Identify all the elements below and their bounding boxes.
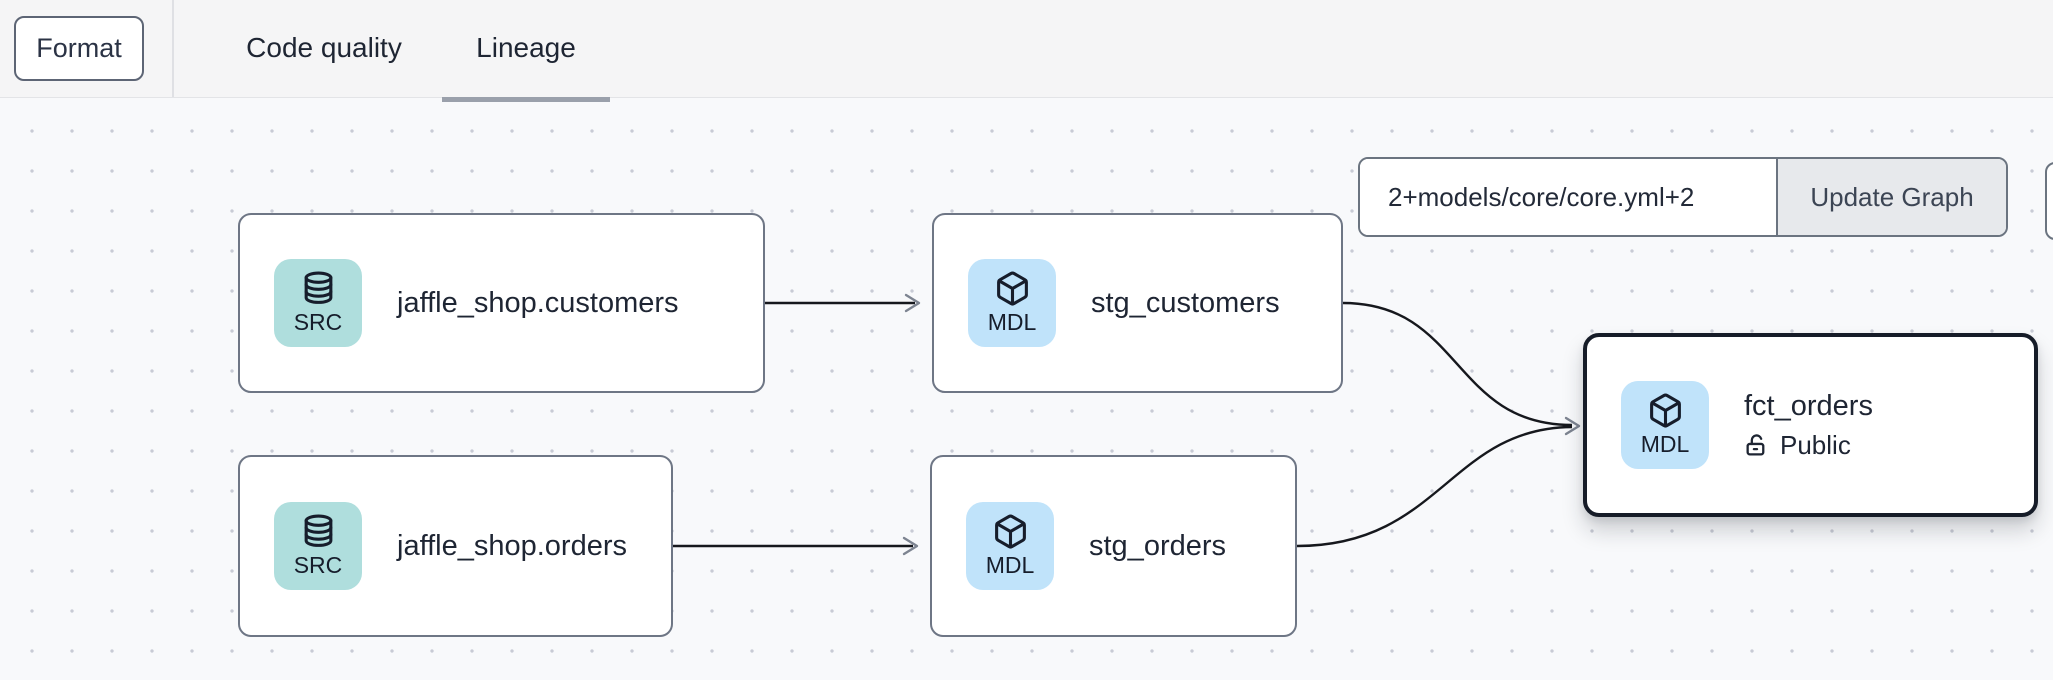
model-badge: MDL	[1621, 381, 1709, 469]
badge-label: MDL	[987, 309, 1037, 335]
node-source-jaffle-shop-customers[interactable]: SRC jaffle_shop.customers	[238, 213, 765, 393]
badge-label: MDL	[1640, 431, 1690, 457]
toolbar-divider	[172, 0, 174, 97]
source-badge: SRC	[274, 502, 362, 590]
cube-icon	[994, 514, 1026, 549]
badge-label: SRC	[293, 309, 343, 335]
cube-icon	[1649, 393, 1681, 428]
database-icon	[304, 271, 332, 304]
node-model-fct-orders[interactable]: MDL fct_orders Public	[1583, 333, 2038, 517]
node-label: stg_orders	[1089, 529, 1227, 562]
node-label: stg_customers	[1091, 286, 1280, 319]
clipped-right-control[interactable]	[2045, 162, 2053, 240]
arrowhead-icon	[904, 293, 921, 313]
active-tab-underline	[442, 97, 610, 102]
format-button[interactable]: Format	[14, 16, 144, 81]
lineage-canvas[interactable]: SRC jaffle_shop.customers MDL stg_custom…	[0, 97, 2053, 680]
node-label: jaffle_shop.orders	[397, 529, 628, 562]
graph-controls: 2+models/core/core.yml+2 Update Graph	[1358, 157, 2008, 237]
edge-stgorders-fct	[1296, 425, 1573, 548]
badge-label: SRC	[293, 552, 343, 578]
database-icon	[304, 514, 332, 547]
tab-code-quality[interactable]: Code quality	[246, 32, 402, 63]
edge-stgcustomers-fct	[1342, 301, 1573, 427]
source-badge: SRC	[274, 259, 362, 347]
arrowhead-icon	[902, 536, 919, 556]
model-badge: MDL	[968, 259, 1056, 347]
access-label: Public	[1780, 429, 1851, 460]
node-access-row: Public	[1744, 430, 1873, 461]
node-model-stg-customers[interactable]: MDL stg_customers	[932, 213, 1343, 393]
badge-label: MDL	[985, 552, 1035, 578]
top-toolbar: Format Code quality Lineage	[0, 0, 2053, 102]
update-graph-button[interactable]: Update Graph	[1778, 159, 2006, 235]
tab-lineage[interactable]: Lineage	[476, 32, 576, 63]
cube-icon	[996, 271, 1028, 306]
model-badge: MDL	[966, 502, 1054, 590]
lock-open-icon	[1746, 433, 1765, 455]
lineage-edges	[673, 293, 1581, 556]
node-source-jaffle-shop-orders[interactable]: SRC jaffle_shop.orders	[238, 455, 673, 637]
node-model-stg-orders[interactable]: MDL stg_orders	[930, 455, 1297, 637]
selector-input[interactable]: 2+models/core/core.yml+2	[1360, 159, 1778, 235]
node-label: fct_orders	[1744, 389, 1873, 422]
node-label: jaffle_shop.customers	[397, 286, 679, 319]
arrowhead-icon	[1564, 416, 1581, 436]
